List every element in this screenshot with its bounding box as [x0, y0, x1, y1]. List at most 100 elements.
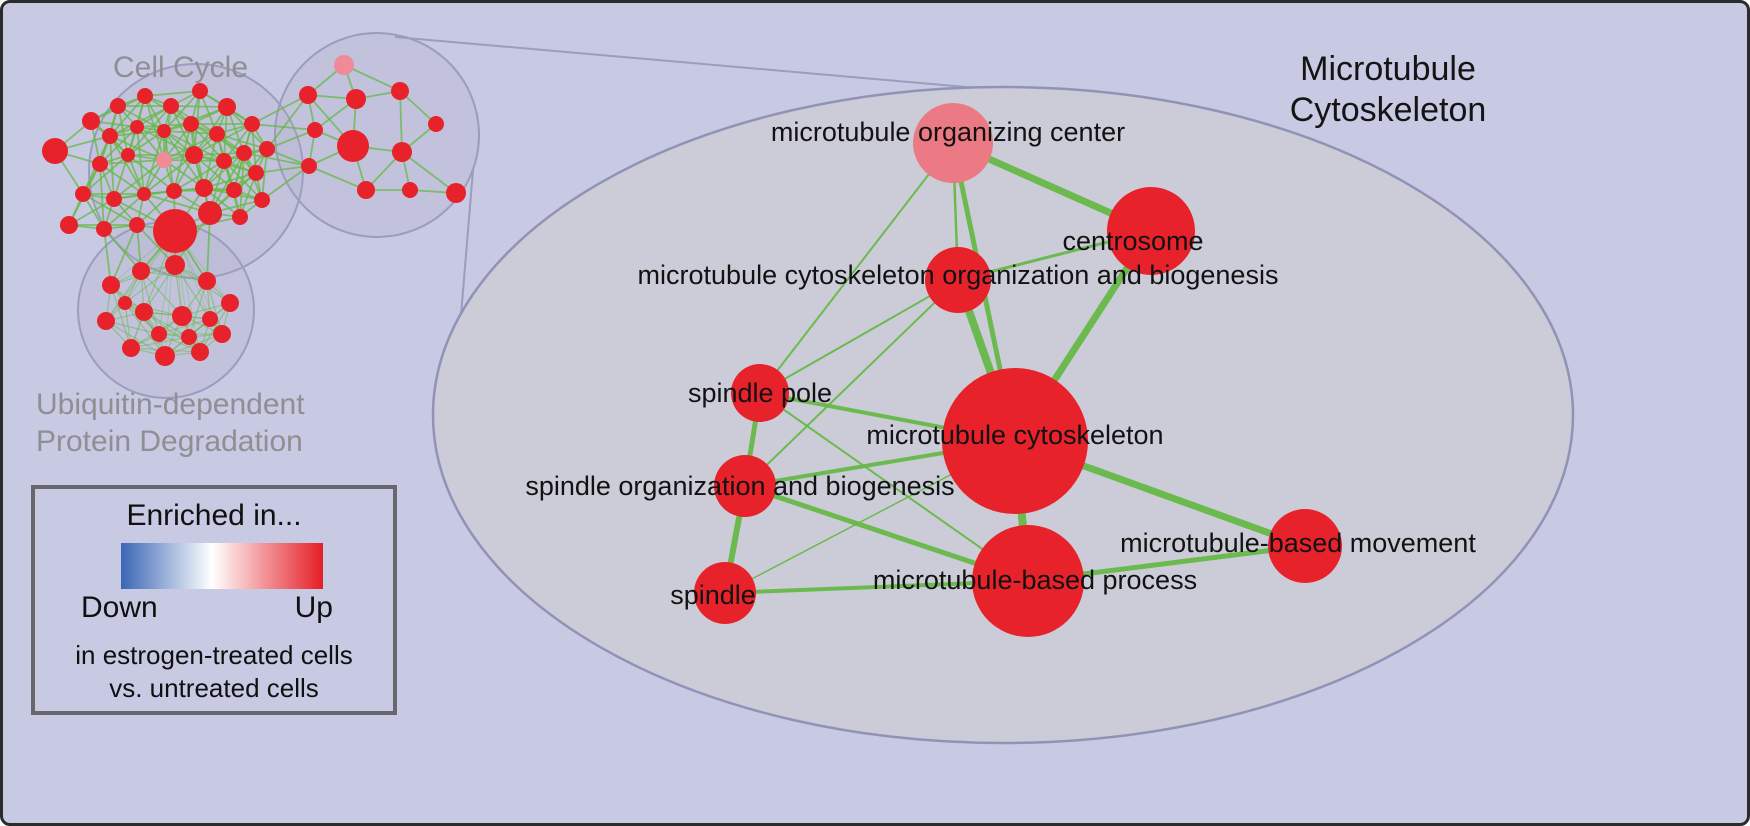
legend-caption: in estrogen-treated cells vs. untreated … — [35, 639, 393, 705]
cluster-label-ubiquitin-line2: Protein Degradation — [36, 425, 303, 458]
node-label-spindle_org: spindle organization and biogenesis — [525, 471, 954, 501]
network-node-centrosome — [1107, 187, 1195, 275]
overview-edge — [223, 160, 263, 201]
overview-node — [195, 179, 213, 197]
overview-node — [165, 255, 185, 275]
cluster-label-cell-cycle: Cell Cycle — [113, 51, 249, 84]
overview-node — [244, 116, 260, 132]
network-node-mc — [942, 368, 1088, 514]
overview-edge — [164, 333, 223, 357]
overview-edge — [117, 105, 165, 132]
node-label-mc: microtubule cytoskeleton — [866, 420, 1163, 450]
overview-edge — [99, 126, 138, 165]
overview-edge — [109, 135, 145, 195]
overview-edge — [401, 151, 457, 194]
overview-node — [132, 262, 150, 280]
legend-up-label: Up — [294, 591, 333, 624]
zoom-cluster-title-line2: Cytoskeleton — [1289, 91, 1487, 129]
overview-node — [110, 98, 126, 114]
overview-edge — [144, 95, 165, 161]
overview-edge — [99, 159, 165, 165]
overview-node — [259, 141, 275, 157]
overview-node — [216, 153, 232, 169]
overview-edge — [82, 154, 129, 195]
node-label-centrosome: centrosome — [1062, 226, 1203, 256]
overview-edge — [105, 320, 160, 335]
node-label-process: microtubule-based process — [873, 565, 1197, 595]
overview-node — [185, 146, 203, 164]
overview-edge — [261, 165, 310, 201]
overview-edge — [143, 311, 201, 353]
legend-box: Enriched in... Down Up in estrogen-treat… — [31, 485, 397, 715]
network-figure-svg: microtubule organizing center centrosome m… — [42, 32, 1575, 745]
overview-node — [137, 187, 151, 201]
overview-edge — [103, 228, 142, 272]
overview-node — [97, 312, 115, 330]
overview-node — [346, 89, 366, 109]
overview-edge — [110, 284, 132, 349]
overview-node — [130, 120, 144, 134]
overview-node — [213, 325, 231, 343]
overview-node — [209, 126, 225, 142]
overview-node — [334, 55, 354, 75]
overview-edge — [113, 159, 165, 200]
overview-edge — [110, 224, 138, 286]
overview-edge — [243, 152, 310, 167]
overview-node — [157, 124, 171, 138]
overview-edge — [203, 172, 257, 189]
overview-edge — [105, 320, 166, 357]
overview-node — [307, 122, 323, 138]
overview-node — [82, 112, 100, 130]
legend-caption-line1: in estrogen-treated cells — [75, 640, 353, 670]
overview-edge — [188, 280, 208, 338]
overview-node — [163, 98, 179, 114]
overview-edge — [124, 264, 176, 304]
overview-node — [232, 209, 248, 225]
network-node-movement — [1268, 509, 1342, 583]
legend-title: Enriched in... — [126, 499, 302, 532]
network-node-process — [972, 525, 1084, 637]
node-label-spindle_pole: spindle pole — [688, 378, 832, 408]
overview-node — [137, 88, 153, 104]
zoom-cluster-title: Microtubule Cytoskeleton — [1233, 49, 1543, 131]
overview-node — [402, 182, 418, 198]
overview-edge — [143, 130, 165, 195]
overview-edge — [127, 130, 165, 156]
legend-down-label: Down — [81, 591, 158, 624]
overview-node — [183, 116, 199, 132]
network-node-mcob — [925, 247, 991, 313]
overview-node — [181, 329, 197, 345]
overview-edge — [399, 90, 403, 153]
edge-moc-spindle_pole — [759, 142, 954, 394]
overview-node — [129, 217, 145, 233]
overview-node — [301, 158, 317, 174]
overview-node — [166, 183, 182, 199]
overview-edge — [124, 302, 166, 357]
overview-node — [135, 303, 153, 321]
overview-node — [156, 152, 172, 168]
overview-node — [357, 181, 375, 199]
network-node-spindle_pole — [731, 364, 789, 422]
node-label-movement: microtubule-based movement — [1120, 528, 1476, 558]
overview-edge — [103, 193, 145, 230]
edge-mcob-spindle_org — [744, 279, 959, 487]
overview-node — [60, 216, 78, 234]
overview-node — [202, 311, 218, 327]
overview-node — [172, 306, 192, 326]
overview-edge — [136, 126, 145, 195]
overview-node — [151, 326, 167, 342]
edge-mcob-spindle_pole — [759, 279, 959, 394]
overview-node — [248, 165, 264, 181]
overview-node — [192, 83, 208, 99]
overview-node — [121, 148, 135, 162]
overview-node — [153, 209, 197, 253]
overview-node — [102, 276, 120, 294]
overview-edge — [266, 94, 309, 150]
overview-node — [102, 128, 118, 144]
node-label-moc: microtubule organizing center — [771, 117, 1125, 147]
overview-edge — [143, 154, 195, 195]
overview-edge — [140, 270, 183, 317]
overview-node — [198, 272, 216, 290]
overview-node — [392, 142, 412, 162]
